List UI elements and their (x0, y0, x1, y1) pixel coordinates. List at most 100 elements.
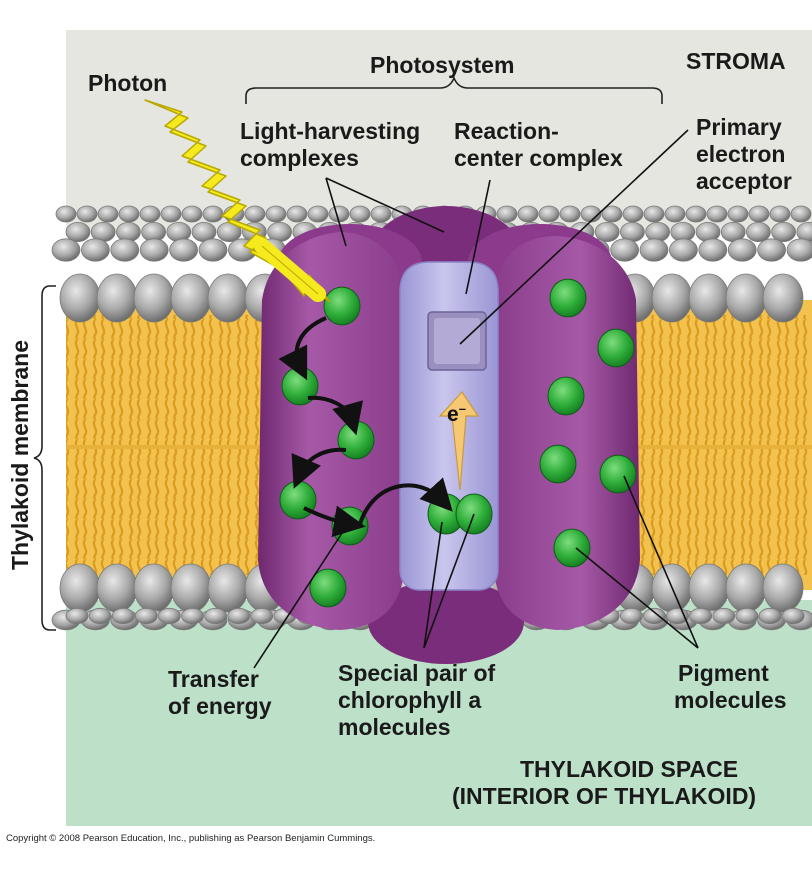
lipid-head (198, 238, 228, 262)
lipid-head (725, 563, 767, 613)
lipid-head (115, 221, 141, 242)
light-harvesting-label: Light-harvesting complexes (240, 118, 421, 171)
lipid-head (51, 238, 81, 262)
chlorophyll-molecule (597, 328, 635, 368)
lipid-head (227, 607, 251, 625)
lipid-head (666, 607, 689, 625)
reaction-center-label: Reaction- center complex (454, 118, 623, 171)
lipid-head (639, 238, 669, 262)
chlorophyll-molecule (323, 286, 361, 326)
lipid-head (645, 221, 670, 242)
lipid-head (96, 563, 138, 613)
lipid-head (157, 607, 181, 625)
lipid-head (134, 607, 158, 625)
lipid-head (698, 238, 728, 262)
lipid-head (207, 563, 249, 613)
lipid-head (88, 607, 112, 625)
energy-transfer-arrows (278, 316, 453, 538)
photon-label: Photon (88, 70, 168, 96)
primary-electron-acceptor-shape (427, 311, 487, 371)
lipid-head (758, 607, 782, 625)
lipid-head (170, 273, 212, 323)
lipid-head (786, 238, 812, 262)
lipid-head (204, 607, 228, 625)
lipid-head (669, 238, 698, 262)
lipid-head (781, 607, 805, 625)
electron-label: e– (447, 401, 466, 426)
lipid-head (620, 607, 643, 625)
thylakoid-space-label: THYLAKOID SPACE (INTERIOR OF THYLAKOID) (452, 756, 757, 809)
lipid-head (65, 221, 91, 242)
lipid-head (685, 205, 707, 223)
primary-acceptor-label: Primary electron acceptor (696, 114, 792, 194)
lipid-head (166, 221, 192, 242)
lipid-head (118, 205, 140, 223)
lipid-head (181, 205, 203, 223)
lipid-head (695, 221, 721, 242)
photosystem-label: Photosystem (370, 52, 515, 78)
lipid-head (643, 205, 665, 223)
lipid-head (727, 205, 749, 223)
lipid-head (790, 205, 812, 223)
lipid-head (622, 205, 644, 223)
pigment-molecules-label: Pigment molecules (674, 660, 787, 713)
chlorophyll-molecule (547, 376, 585, 416)
chlorophyll-molecule (599, 454, 637, 494)
lipid-head (712, 607, 736, 625)
lipid-head (307, 205, 329, 223)
lipid-head (610, 238, 639, 262)
lipid-head (349, 205, 371, 223)
lipid-head (55, 205, 77, 223)
lipid-head (244, 205, 266, 223)
lipid-head (706, 205, 728, 223)
lipid-head (643, 607, 666, 625)
special-pair-label: Special pair of chlorophyll a molecules (338, 660, 496, 740)
lipid-head (771, 221, 796, 242)
photon-shaft-outline (261, 245, 319, 295)
protein-bottom-dome (368, 580, 524, 664)
lipid-head (265, 205, 287, 223)
lipid-head (769, 205, 791, 223)
lipid-head (170, 563, 212, 613)
lipid-head (725, 273, 767, 323)
lipid-head (81, 238, 110, 262)
thylakoid-membrane-bracket (33, 285, 56, 631)
chlorophyll-molecule (539, 444, 577, 484)
lipid-head (250, 607, 274, 625)
copyright-notice: Copyright © 2008 Pearson Education, Inc.… (6, 833, 376, 844)
lipid-head (139, 205, 161, 223)
lipid-head (202, 205, 224, 223)
lipid-head (97, 205, 119, 223)
lipid-head (133, 273, 175, 323)
lipid-head (59, 563, 101, 613)
photosystem-bracket (245, 75, 663, 104)
lipid-head (65, 607, 89, 625)
lipid-head (688, 563, 730, 613)
lipid-head (169, 238, 199, 262)
lipid-head (181, 607, 204, 625)
lipid-head (538, 205, 560, 223)
lipid-head (139, 238, 169, 262)
lipid-head (496, 205, 518, 223)
lipid-head (727, 238, 757, 262)
thylakoid-membrane-label: Thylakoid membrane (7, 339, 33, 571)
lipid-head (762, 273, 804, 323)
lipid-head (688, 273, 730, 323)
lipid-head (160, 205, 182, 223)
transfer-of-energy-label: Transfer of energy (168, 666, 272, 719)
lipid-head (762, 563, 804, 613)
electron-arrow (438, 391, 480, 491)
lipid-head (651, 273, 693, 323)
lipid-head (594, 221, 620, 242)
chlorophyll-molecule (553, 528, 591, 568)
lipid-head (96, 273, 138, 323)
lipid-head (748, 205, 770, 223)
lipid-head (757, 238, 786, 262)
lipid-head (601, 205, 623, 223)
lipid-head (59, 273, 101, 323)
lipid-head (207, 273, 249, 323)
lipid-head (689, 607, 713, 625)
lipid-head (76, 205, 98, 223)
